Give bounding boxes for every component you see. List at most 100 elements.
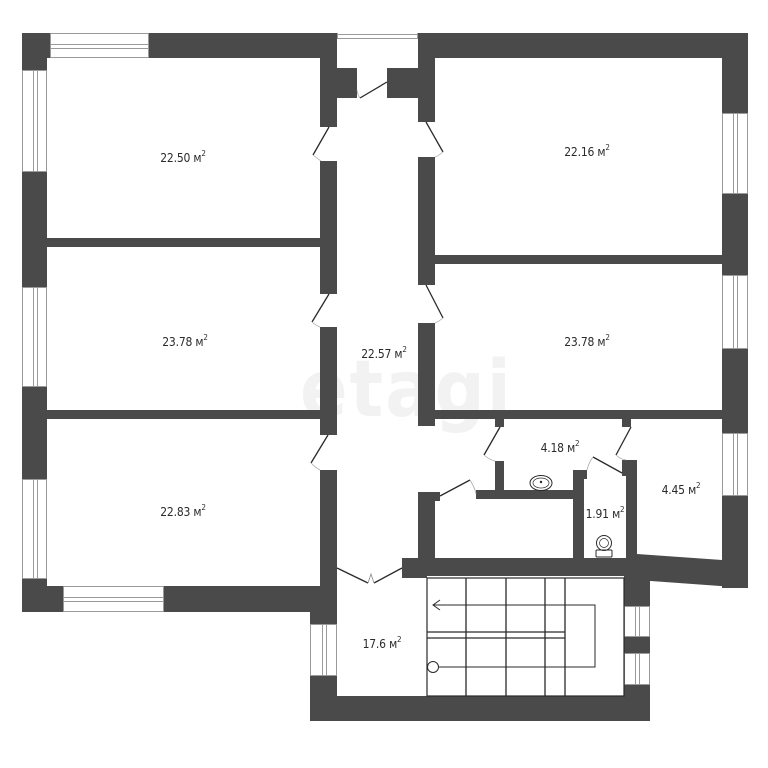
wall	[149, 33, 337, 58]
room-area-label: 22.16 м2	[564, 143, 610, 159]
wall	[476, 490, 576, 499]
wall	[418, 492, 440, 501]
wall	[402, 558, 638, 576]
wall	[320, 58, 337, 127]
wall	[320, 161, 337, 294]
unit-sup: 2	[201, 149, 206, 158]
area-value: 22.16	[564, 145, 595, 159]
unit-sup: 2	[402, 345, 407, 354]
room-area-label: 4.18 м2	[541, 439, 580, 455]
sink-icon	[529, 475, 553, 491]
unit: м	[195, 335, 204, 349]
window	[624, 653, 650, 685]
wall	[637, 576, 650, 606]
wall	[22, 58, 47, 70]
wall	[722, 58, 748, 113]
wall	[435, 255, 722, 264]
wall	[320, 470, 337, 612]
room-area-label: 22.83 м2	[160, 503, 206, 519]
window	[22, 287, 47, 387]
window	[722, 275, 748, 349]
unit-sup: 2	[575, 439, 580, 448]
unit-sup: 2	[620, 505, 625, 514]
room-area-label: 17.6 м2	[363, 635, 402, 651]
wall	[722, 194, 748, 275]
wall	[624, 685, 650, 721]
window	[310, 624, 337, 676]
door-leaf	[425, 284, 444, 319]
unit-sup: 2	[605, 143, 610, 152]
window	[50, 33, 149, 58]
window	[722, 433, 748, 496]
unit: м	[193, 505, 202, 519]
wall	[418, 33, 748, 58]
door-leaf	[310, 434, 329, 464]
wall	[47, 238, 320, 247]
room-area-label: 1.91 м2	[585, 505, 625, 521]
wall	[418, 492, 435, 576]
wall	[418, 323, 435, 426]
wall	[622, 419, 631, 427]
unit: м	[567, 441, 576, 455]
wall	[573, 470, 587, 479]
area-value: 22.83	[160, 505, 191, 519]
door-leaf	[592, 456, 623, 474]
area-value: 22.57	[361, 347, 392, 361]
wall	[22, 387, 47, 479]
wall	[47, 586, 63, 612]
unit-sup: 2	[696, 481, 701, 490]
room-area-label: 22.50 м2	[160, 149, 206, 165]
window	[63, 586, 164, 612]
unit-sup: 2	[201, 503, 206, 512]
unit: м	[394, 347, 403, 361]
wall	[310, 696, 650, 721]
area-value: 1.91	[585, 507, 609, 521]
wall	[337, 68, 357, 98]
door-leaf	[615, 426, 632, 456]
door-leaf	[311, 293, 330, 323]
wall	[722, 349, 748, 433]
area-value: 4.45	[661, 483, 685, 497]
wall	[22, 172, 47, 287]
unit: м	[597, 335, 606, 349]
area-value: 23.78	[564, 335, 595, 349]
window	[624, 606, 650, 637]
staircase	[426, 577, 625, 697]
wall	[22, 33, 50, 58]
unit: м	[389, 637, 398, 651]
door-leaf	[359, 81, 388, 99]
door-leaf	[439, 479, 471, 497]
room-area-label: 23.78 м2	[162, 333, 208, 349]
wall	[320, 327, 337, 435]
window	[22, 70, 47, 172]
room-area-label: 23.78 м2	[564, 333, 610, 349]
wall	[402, 558, 427, 578]
window	[337, 33, 418, 39]
unit: м	[612, 507, 621, 521]
area-value: 22.50	[160, 151, 191, 165]
wall	[47, 410, 320, 419]
wall	[387, 68, 418, 98]
door-leaf	[373, 567, 403, 584]
wall	[310, 612, 337, 624]
wall	[495, 461, 504, 491]
wall	[495, 419, 504, 427]
door-leaf	[483, 426, 501, 456]
wall	[164, 586, 337, 612]
wall	[418, 157, 435, 285]
room-area-label: 4.45 м2	[661, 481, 701, 497]
wall	[22, 579, 47, 612]
door-leaf	[336, 567, 369, 584]
unit: м	[597, 145, 606, 159]
door-leaf	[312, 126, 330, 156]
wall	[435, 410, 722, 419]
door-leaf	[425, 121, 444, 153]
window	[22, 479, 47, 579]
unit-sup: 2	[203, 333, 208, 342]
wall	[626, 460, 637, 576]
unit: м	[193, 151, 202, 165]
area-value: 23.78	[162, 335, 193, 349]
toilet-icon	[595, 535, 613, 558]
